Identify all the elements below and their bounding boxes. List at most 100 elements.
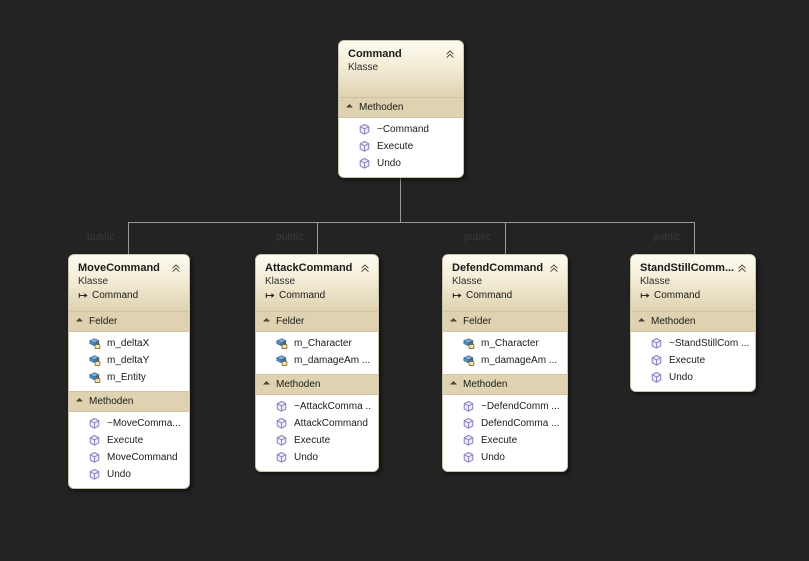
member-name: MoveCommand	[107, 452, 178, 463]
class-base-reference[interactable]: Command	[452, 289, 558, 303]
member-row[interactable]: AttackCommand	[256, 415, 378, 432]
triangle-expander-icon[interactable]	[262, 317, 271, 326]
method-cube-icon	[650, 354, 663, 367]
field-private-icon	[88, 371, 101, 384]
inherits-arrow-icon	[265, 290, 276, 303]
triangle-expander-icon[interactable]	[262, 380, 271, 389]
member-row[interactable]: Undo	[631, 369, 755, 386]
method-cube-icon	[88, 417, 101, 430]
member-row[interactable]: ~Command	[339, 121, 463, 138]
section-header-methods[interactable]: Methoden	[339, 97, 463, 118]
field-private-icon	[275, 354, 288, 367]
method-cube-icon	[462, 434, 475, 447]
class-base-name: Command	[466, 290, 513, 301]
collapse-icon[interactable]	[444, 47, 456, 59]
member-row[interactable]: Undo	[339, 155, 463, 172]
visibility-label-defendcommand: public	[464, 232, 492, 243]
method-cube-icon	[358, 140, 371, 153]
triangle-expander-icon[interactable]	[75, 317, 84, 326]
member-name: ~DefendComm ...	[481, 401, 560, 412]
connector-drop-attackcommand	[317, 222, 318, 254]
member-name: Undo	[294, 452, 318, 463]
member-row[interactable]: ~AttackComma ...	[256, 398, 378, 415]
triangle-expander-icon[interactable]	[637, 317, 646, 326]
connector-drop-standstillcommand	[694, 222, 695, 254]
method-cube-icon	[650, 371, 663, 384]
class-base-name: Command	[92, 290, 139, 301]
method-cube-icon	[275, 434, 288, 447]
section-header-fields[interactable]: Felder	[443, 311, 567, 332]
member-row[interactable]: ~DefendComm ...	[443, 398, 567, 415]
class-base-reference[interactable]: Command	[78, 289, 180, 303]
method-cube-icon	[275, 417, 288, 430]
member-row[interactable]: Undo	[69, 466, 189, 483]
section-header-fields[interactable]: Felder	[256, 311, 378, 332]
inherits-arrow-icon	[78, 290, 89, 303]
class-base-reference[interactable]: Command	[640, 289, 746, 303]
collapse-icon[interactable]	[359, 261, 371, 273]
member-name: Execute	[377, 141, 414, 152]
member-row[interactable]: Undo	[443, 449, 567, 466]
method-cube-icon	[88, 468, 101, 481]
member-name: m_Character	[481, 338, 539, 349]
member-row[interactable]: m_deltaX	[69, 335, 189, 352]
member-row[interactable]: Execute	[69, 432, 189, 449]
member-row[interactable]: m_damageAm ...	[256, 352, 378, 369]
collapse-icon[interactable]	[548, 261, 560, 273]
method-cube-icon	[462, 400, 475, 413]
field-private-icon	[462, 354, 475, 367]
member-row[interactable]: m_deltaY	[69, 352, 189, 369]
class-stereotype: Klasse	[452, 276, 483, 287]
member-row[interactable]: Execute	[443, 432, 567, 449]
member-name: DefendComma ...	[481, 418, 560, 429]
field-private-icon	[275, 337, 288, 350]
triangle-expander-icon[interactable]	[75, 397, 84, 406]
triangle-expander-icon[interactable]	[449, 317, 458, 326]
member-name: m_Character	[294, 338, 352, 349]
class-name: Command	[348, 48, 402, 60]
member-name: Execute	[107, 435, 144, 446]
class-base-name: Command	[279, 290, 326, 301]
section-header-methods[interactable]: Methoden	[631, 311, 755, 332]
class-base-name: Command	[654, 290, 701, 301]
class-base-reference[interactable]: Command	[265, 289, 369, 303]
section-header-fields[interactable]: Felder	[69, 311, 189, 332]
triangle-expander-icon[interactable]	[449, 380, 458, 389]
member-name: m_deltaX	[107, 338, 150, 349]
member-row[interactable]: m_Entity	[69, 369, 189, 386]
member-row[interactable]: ~MoveComma...	[69, 415, 189, 432]
class-stereotype: Klasse	[640, 276, 671, 287]
member-name: ~AttackComma ...	[294, 401, 372, 412]
member-row[interactable]: MoveCommand	[69, 449, 189, 466]
collapse-icon[interactable]	[170, 261, 182, 273]
member-row[interactable]: Undo	[256, 449, 378, 466]
section-header-methods[interactable]: Methoden	[69, 391, 189, 412]
class-stereotype: Klasse	[265, 276, 296, 287]
member-row[interactable]: m_Character	[443, 335, 567, 352]
section-header-methods[interactable]: Methoden	[256, 374, 378, 395]
section-header-methods[interactable]: Methoden	[443, 374, 567, 395]
member-name: m_damageAm ...	[294, 355, 371, 366]
triangle-expander-icon[interactable]	[345, 103, 354, 112]
member-row[interactable]: Execute	[631, 352, 755, 369]
member-row[interactable]: Execute	[256, 432, 378, 449]
method-cube-icon	[358, 157, 371, 170]
collapse-icon[interactable]	[736, 261, 748, 273]
member-name: m_Entity	[107, 372, 146, 383]
connector-drop-movecommand	[128, 222, 129, 254]
field-private-icon	[88, 354, 101, 367]
member-row[interactable]: m_Character	[256, 335, 378, 352]
member-row[interactable]: Execute	[339, 138, 463, 155]
member-row[interactable]: DefendComma ...	[443, 415, 567, 432]
member-list-fields: m_Character m_damageAm ...	[256, 332, 378, 374]
section-label: Methoden	[89, 396, 134, 407]
member-row[interactable]: m_damageAm ...	[443, 352, 567, 369]
member-row[interactable]: ~StandStillCom ...	[631, 335, 755, 352]
